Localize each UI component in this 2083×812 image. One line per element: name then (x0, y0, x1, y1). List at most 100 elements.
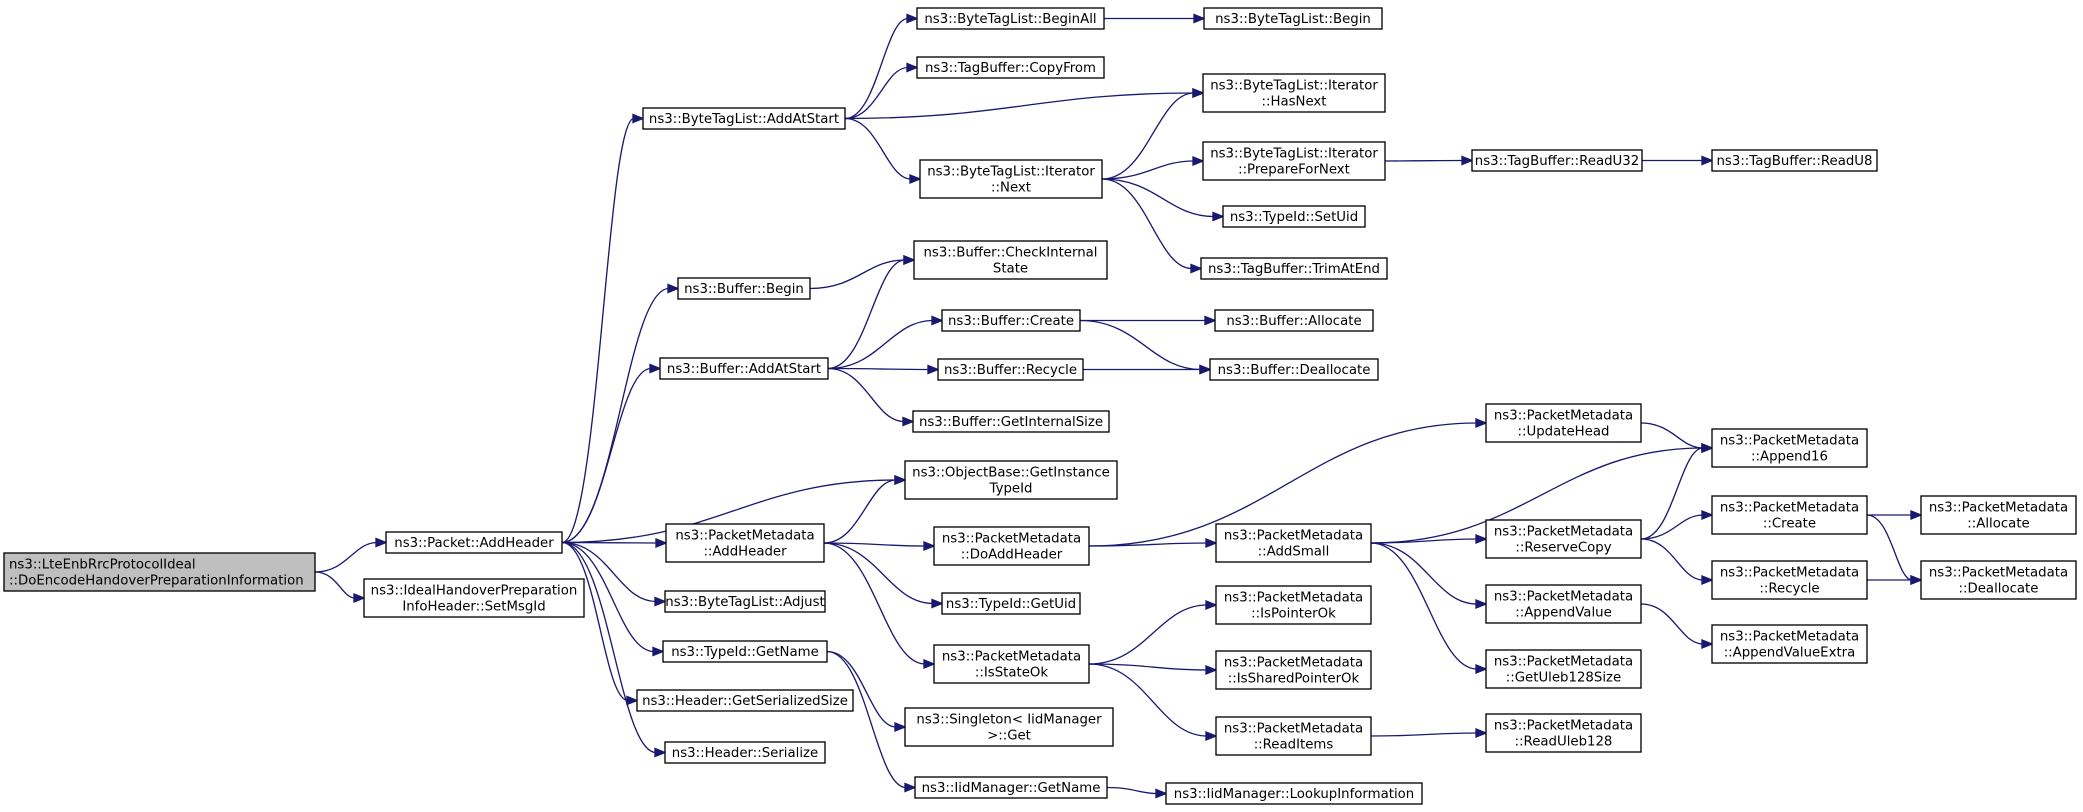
function-node-btl_it_prepfornext[interactable]: ns3::ByteTagList::Iterator::PrepareForNe… (1202, 141, 1386, 181)
call-edge-pm_recycle-to-pm_deallocate (1867, 575, 1923, 585)
edge-arrowhead (903, 255, 916, 265)
node-label: ns3::Buffer::Create (948, 314, 1074, 329)
edge-line (1101, 178, 1215, 218)
function-node-pm_appendvalueextra[interactable]: ns3::PacketMetadata::AppendValueExtra (1711, 624, 1868, 664)
edge-line (561, 541, 658, 544)
edge-line (1370, 542, 1478, 605)
node-box (1202, 141, 1386, 181)
function-node-buf_deallocate[interactable]: ns3::Buffer::Deallocate (1209, 358, 1379, 381)
edge-line (1101, 178, 1193, 270)
function-node-singleton_get[interactable]: ns3::Singleton< IidManager>::Get (904, 707, 1114, 747)
edge-arrowhead (1205, 600, 1218, 610)
edge-line (561, 541, 657, 603)
call-edge-buf_begin-to-buf_checkinternal (809, 255, 916, 290)
call-edge-btl_beginall-to-btl_begin (1104, 13, 1206, 24)
function-node-pm_readuleb128[interactable]: ns3::PacketMetadata::ReadUleb128 (1485, 713, 1642, 753)
edge-line (823, 542, 926, 665)
function-node-buf_addatstart[interactable]: ns3::Buffer::AddAtStart (659, 357, 829, 380)
function-node-setmsgid[interactable]: ns3::IdealHandoverPreparationInfoHeader:… (363, 578, 585, 618)
function-node-tid_setuid[interactable]: ns3::TypeId::SetUid (1222, 205, 1366, 228)
function-node-tb_copyfrom[interactable]: ns3::TagBuffer::CopyFrom (916, 56, 1105, 79)
function-node-pm_issharedpointerok[interactable]: ns3::PacketMetadata::IsSharedPointerOk (1215, 650, 1372, 690)
node-box (916, 56, 1105, 79)
edge-arrowhead (1910, 575, 1923, 585)
function-node-tid_getname[interactable]: ns3::TypeId::GetName (662, 640, 828, 663)
function-node-pm_allocate[interactable]: ns3::PacketMetadata::Allocate (1920, 495, 2077, 535)
function-node-iid_getname[interactable]: ns3::IidManager::GetName (914, 776, 1108, 799)
function-node-pm_reservecopy[interactable]: ns3::PacketMetadata::ReserveCopy (1485, 519, 1642, 559)
node-label: ::ReserveCopy (1515, 541, 1611, 556)
edge-arrowhead (1701, 510, 1714, 520)
node-label: ::Create (1763, 517, 1816, 532)
function-node-pm_readitems[interactable]: ns3::PacketMetadata::ReadItems (1215, 716, 1372, 756)
function-node-tid_getuid[interactable]: ns3::TypeId::GetUid (941, 592, 1081, 615)
call-edge-buf_create-to-buf_deallocate (1079, 319, 1212, 375)
edge-line (561, 541, 657, 754)
function-node-pm_ispointerok[interactable]: ns3::PacketMetadata::IsPointerOk (1215, 585, 1372, 625)
node-label: ::AddSmall (1258, 545, 1330, 560)
edge-arrowhead (927, 364, 940, 375)
function-node-tb_readu8[interactable]: ns3::TagBuffer::ReadU8 (1711, 149, 1878, 172)
node-box (1209, 358, 1379, 381)
edge-arrowhead (923, 541, 936, 551)
edge-arrowhead (1190, 263, 1203, 274)
edge-line (1384, 159, 1464, 162)
function-node-pm_deallocate[interactable]: ns3::PacketMetadata::Deallocate (1920, 560, 2077, 600)
function-node-btl_begin[interactable]: ns3::ByteTagList::Begin (1203, 7, 1383, 30)
function-node-btl_it_hasnext[interactable]: ns3::ByteTagList::Iterator::HasNext (1202, 73, 1386, 113)
edge-line (844, 117, 912, 180)
function-node-hdr_getsersize[interactable]: ns3::Header::GetSerializedSize (636, 689, 854, 712)
function-node-pm_addsmall[interactable]: ns3::PacketMetadata::AddSmall (1215, 523, 1372, 563)
node-box (937, 358, 1084, 381)
function-node-btl_adjust[interactable]: ns3::ByteTagList::Adjust (664, 590, 826, 613)
node-label: ns3::PacketMetadata (1720, 566, 1859, 581)
call-edge-pm_addheader-to-pm_doaddheader (823, 541, 936, 551)
function-node-pm_updatehead[interactable]: ns3::PacketMetadata::UpdateHead (1485, 403, 1642, 443)
edge-line (561, 541, 629, 702)
function-node-btl_beginall[interactable]: ns3::ByteTagList::BeginAll (916, 7, 1105, 30)
edge-arrowhead (654, 747, 667, 758)
function-node-root[interactable]: ns3::LteEnbRrcProtocolIdeal::DoEncodeHan… (3, 552, 316, 592)
function-node-pm_recycle[interactable]: ns3::PacketMetadata::Recycle (1711, 560, 1868, 600)
node-box (677, 277, 811, 300)
function-node-hdr_serialize[interactable]: ns3::Header::Serialize (664, 741, 826, 764)
function-node-btl_it_next[interactable]: ns3::ByteTagList::Iterator::Next (919, 159, 1103, 199)
function-node-pm_doaddheader[interactable]: ns3::PacketMetadata::DoAddHeader (933, 526, 1090, 566)
edge-line (1088, 542, 1208, 547)
call-edge-addheader-to-hdr_getsersize (561, 541, 639, 706)
node-label: ns3::TypeId::GetUid (946, 597, 1076, 612)
node-box (1485, 713, 1642, 753)
node-label: ns3::PacketMetadata (1929, 501, 2068, 516)
function-node-buf_create[interactable]: ns3::Buffer::Create (941, 309, 1081, 332)
node-label: ns3::PacketMetadata (1720, 501, 1859, 516)
node-box (636, 689, 854, 712)
function-node-tb_readu32[interactable]: ns3::TagBuffer::ReadU32 (1471, 149, 1643, 172)
node-box (363, 578, 585, 618)
edge-arrowhead (1701, 639, 1714, 649)
function-node-pm_isstateok[interactable]: ns3::PacketMetadata::IsStateOk (933, 644, 1090, 684)
function-node-buf_allocate[interactable]: ns3::Buffer::Allocate (1214, 309, 1374, 332)
function-node-buf_recycle[interactable]: ns3::Buffer::Recycle (937, 358, 1084, 381)
function-node-iid_lookupinfo[interactable]: ns3::IidManager::LookupInformation (1165, 782, 1423, 805)
node-box (385, 531, 563, 554)
edge-arrowhead (1205, 665, 1218, 675)
function-node-pm_getuleb128size[interactable]: ns3::PacketMetadata::GetUleb128Size (1485, 649, 1642, 689)
function-node-pm_addheader[interactable]: ns3::PacketMetadata::AddHeader (665, 523, 825, 563)
function-node-pm_appendvalue[interactable]: ns3::PacketMetadata::AppendValue (1485, 584, 1642, 624)
function-node-pm_create[interactable]: ns3::PacketMetadata::Create (1711, 495, 1868, 535)
function-node-buf_begin[interactable]: ns3::Buffer::Begin (677, 277, 811, 300)
edge-line (1088, 604, 1208, 665)
node-label: ::Allocate (1967, 517, 2029, 532)
function-node-btl_addatstart[interactable]: ns3::ByteTagList::AddAtStart (642, 107, 846, 130)
node-label: ns3::PacketMetadata (1224, 722, 1363, 737)
call-edge-buf_recycle-to-buf_deallocate (1083, 364, 1212, 375)
function-node-addheader[interactable]: ns3::Packet::AddHeader (385, 531, 563, 554)
node-box (1485, 403, 1642, 443)
function-node-buf_getinternalsize[interactable]: ns3::Buffer::GetInternalSize (912, 410, 1110, 433)
node-label: ::DoAddHeader (961, 548, 1063, 563)
function-node-pm_append16[interactable]: ns3::PacketMetadata::Append16 (1711, 428, 1868, 468)
node-label: ::Next (991, 181, 1031, 196)
function-node-tb_trimatend[interactable]: ns3::TagBuffer::TrimAtEnd (1200, 257, 1388, 280)
